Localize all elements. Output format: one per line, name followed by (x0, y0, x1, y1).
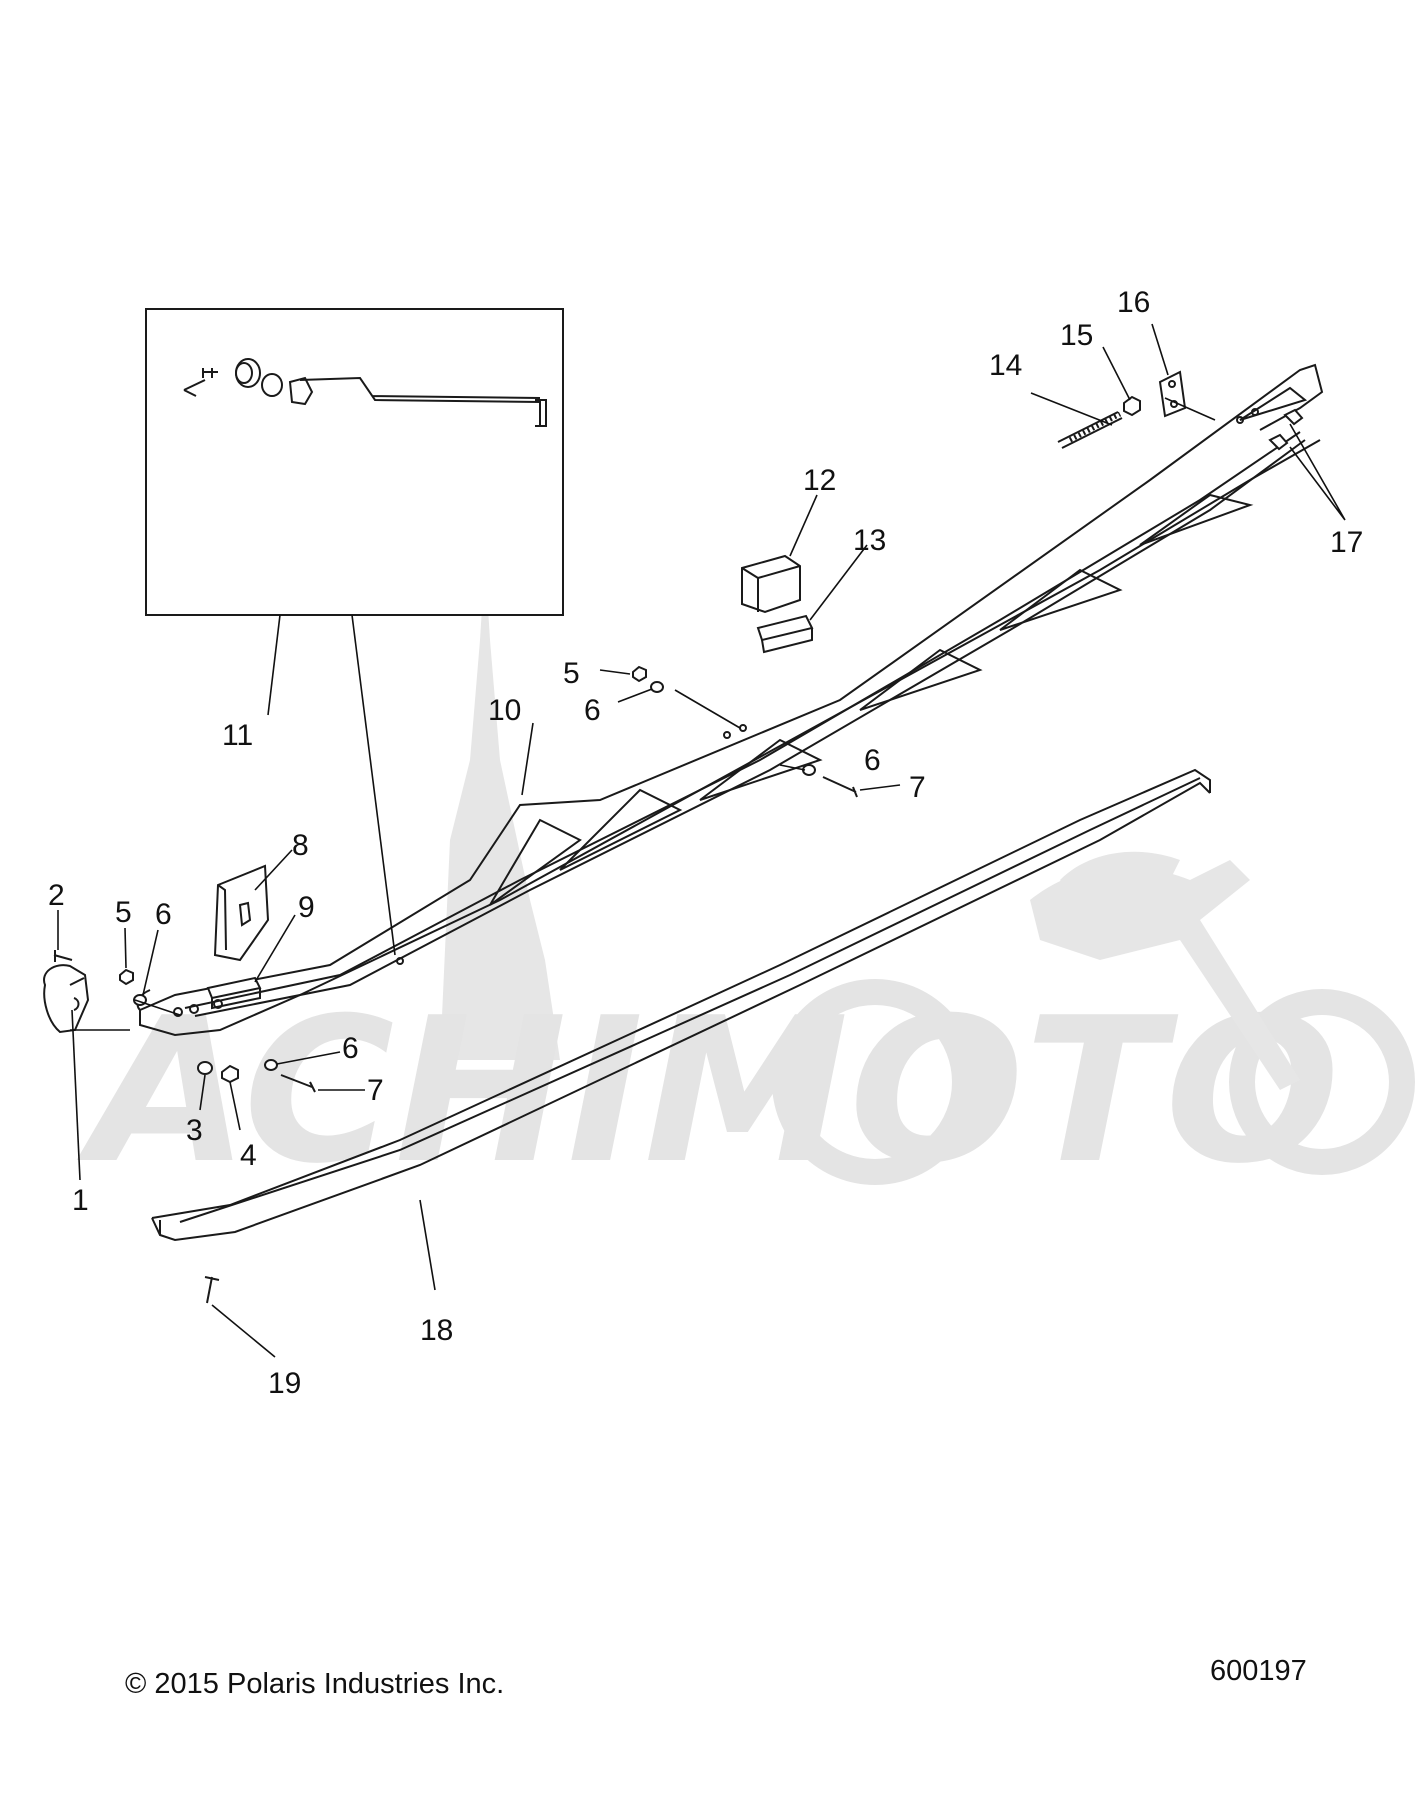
callout-9: 9 (298, 891, 315, 924)
copyright-text: © 2015 Polaris Industries Inc. (125, 1668, 505, 1700)
callout-7b: 7 (367, 1074, 384, 1107)
callout-13: 13 (853, 524, 886, 557)
callout-5b: 5 (563, 657, 580, 690)
callout-14: 14 (989, 349, 1022, 382)
part-17-plugs (1268, 408, 1304, 451)
part-11-inset (145, 308, 564, 616)
part-18-slide-rail (151, 768, 1211, 1242)
callout-15: 15 (1060, 319, 1093, 352)
part-15-nut (1123, 395, 1141, 417)
part-5-nut-mid (632, 665, 647, 683)
callout-17: 17 (1330, 526, 1363, 559)
callout-6a: 6 (155, 898, 172, 931)
part-8-block (213, 864, 270, 962)
part-19-screw (204, 1276, 220, 1304)
part-1-end-cap (43, 964, 90, 1034)
callout-7a: 7 (909, 771, 926, 804)
callout-6c: 6 (864, 744, 881, 777)
callout-16: 16 (1117, 286, 1150, 319)
part-9-slider (206, 976, 262, 1010)
part-5-nut-front (119, 968, 134, 986)
callout-19: 19 (268, 1367, 301, 1400)
callout-11: 11 (222, 719, 253, 752)
leader-lines (57, 323, 1346, 1358)
part-13-slider (756, 614, 814, 654)
watermark-castle (440, 560, 560, 1060)
part-10-rail-frame (136, 363, 1324, 1037)
callouts: 1 2 3 4 5 5 6 6 6 6 7 7 8 9 10 11 12 13 … (48, 286, 1363, 1400)
callout-8: 8 (292, 829, 309, 862)
callout-6b: 6 (584, 694, 601, 727)
callout-2: 2 (48, 879, 65, 912)
watermark-text: ACHIMOTO (77, 975, 1340, 1208)
callout-10: 10 (488, 694, 521, 727)
callout-4: 4 (240, 1139, 257, 1172)
part-6-washer-mid (650, 681, 664, 693)
part-3-washer (197, 1061, 213, 1075)
part-14-stud (1057, 411, 1123, 449)
part-12-block (741, 554, 801, 614)
part-2-screw (53, 950, 73, 962)
watermark-logo: ACHIMOTO (77, 560, 1415, 1208)
part-16-bracket (1158, 370, 1187, 418)
diagram-number: 600197 (1210, 1655, 1307, 1687)
part-7-bolt-front (280, 1074, 316, 1093)
part-6-washer-front-lower (264, 1059, 278, 1071)
callout-12: 12 (803, 464, 836, 497)
callout-6d: 6 (342, 1032, 359, 1065)
callout-1: 1 (72, 1184, 89, 1217)
callout-5a: 5 (115, 896, 132, 929)
part-7-bolt-mid (822, 776, 858, 798)
callout-3: 3 (186, 1114, 203, 1147)
part-4-nut (221, 1064, 239, 1084)
callout-18: 18 (420, 1314, 453, 1347)
